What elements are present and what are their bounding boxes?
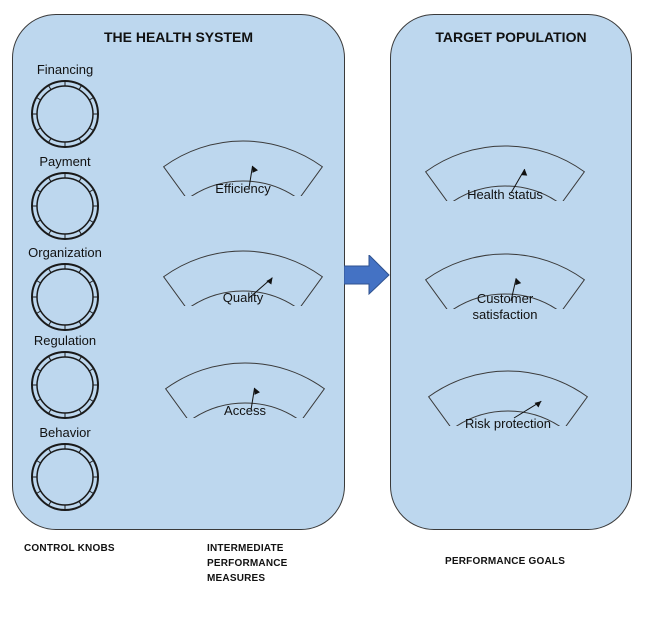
caption-intermediate-measures: INTERMEDIATE PERFORMANCE MEASURES	[207, 541, 288, 586]
knob-dial-icon	[31, 263, 99, 331]
knob-label: Payment	[39, 154, 91, 169]
gauge-dial-icon	[425, 145, 585, 201]
caption-performance-goals: PERFORMANCE GOALS	[445, 556, 566, 567]
gauge-label: Access	[224, 403, 266, 418]
caption-control-knobs: CONTROL KNOBS	[24, 543, 115, 554]
knob-dial-icon	[31, 443, 99, 511]
knob-dial-icon	[31, 80, 99, 148]
arrow-right-icon	[344, 255, 390, 295]
gauge-access: Access	[165, 348, 325, 418]
caption-line: PERFORMANCE	[207, 558, 288, 569]
gauge-efficiency: Efficiency	[163, 126, 323, 196]
knob-dial-icon	[31, 172, 99, 240]
gauge-dial-icon	[165, 362, 325, 418]
control-knob-payment: Payment	[5, 154, 125, 242]
target-population-panel: TARGET POPULATION	[390, 14, 632, 530]
caption-line: INTERMEDIATE	[207, 543, 284, 554]
caption-line: MEASURES	[207, 573, 266, 584]
gauge-dial-icon	[428, 370, 588, 426]
control-knob-organization: Organization	[5, 245, 125, 333]
gauge-risk-protection: Risk protection	[428, 356, 588, 431]
knob-dial-icon	[31, 351, 99, 419]
gauge-dial-icon	[163, 140, 323, 196]
gauge-label: Customer satisfaction	[472, 291, 538, 322]
control-knob-financing: Financing	[5, 62, 125, 150]
gauge-label: Health status	[467, 187, 543, 202]
gauge-quality: Quality	[163, 236, 323, 306]
gauge-dial-icon	[425, 253, 585, 309]
knob-label: Behavior	[39, 425, 91, 440]
knob-label: Regulation	[33, 333, 97, 348]
gauge-health-status: Health status	[425, 131, 585, 202]
knob-label: Financing	[36, 62, 94, 77]
control-knob-regulation: Regulation	[5, 333, 125, 421]
gauge-label: Efficiency	[215, 181, 271, 196]
gauge-customer-satisfaction: Customer satisfaction	[425, 239, 585, 322]
target-population-title: TARGET POPULATION	[435, 29, 587, 45]
control-knob-behavior: Behavior	[5, 425, 125, 513]
gauge-dial-icon	[163, 250, 323, 306]
gauge-label: Quality	[222, 290, 264, 305]
health-system-title: THE HEALTH SYSTEM	[103, 29, 254, 45]
knob-label: Organization	[28, 245, 102, 260]
gauge-label: Risk protection	[465, 416, 551, 431]
